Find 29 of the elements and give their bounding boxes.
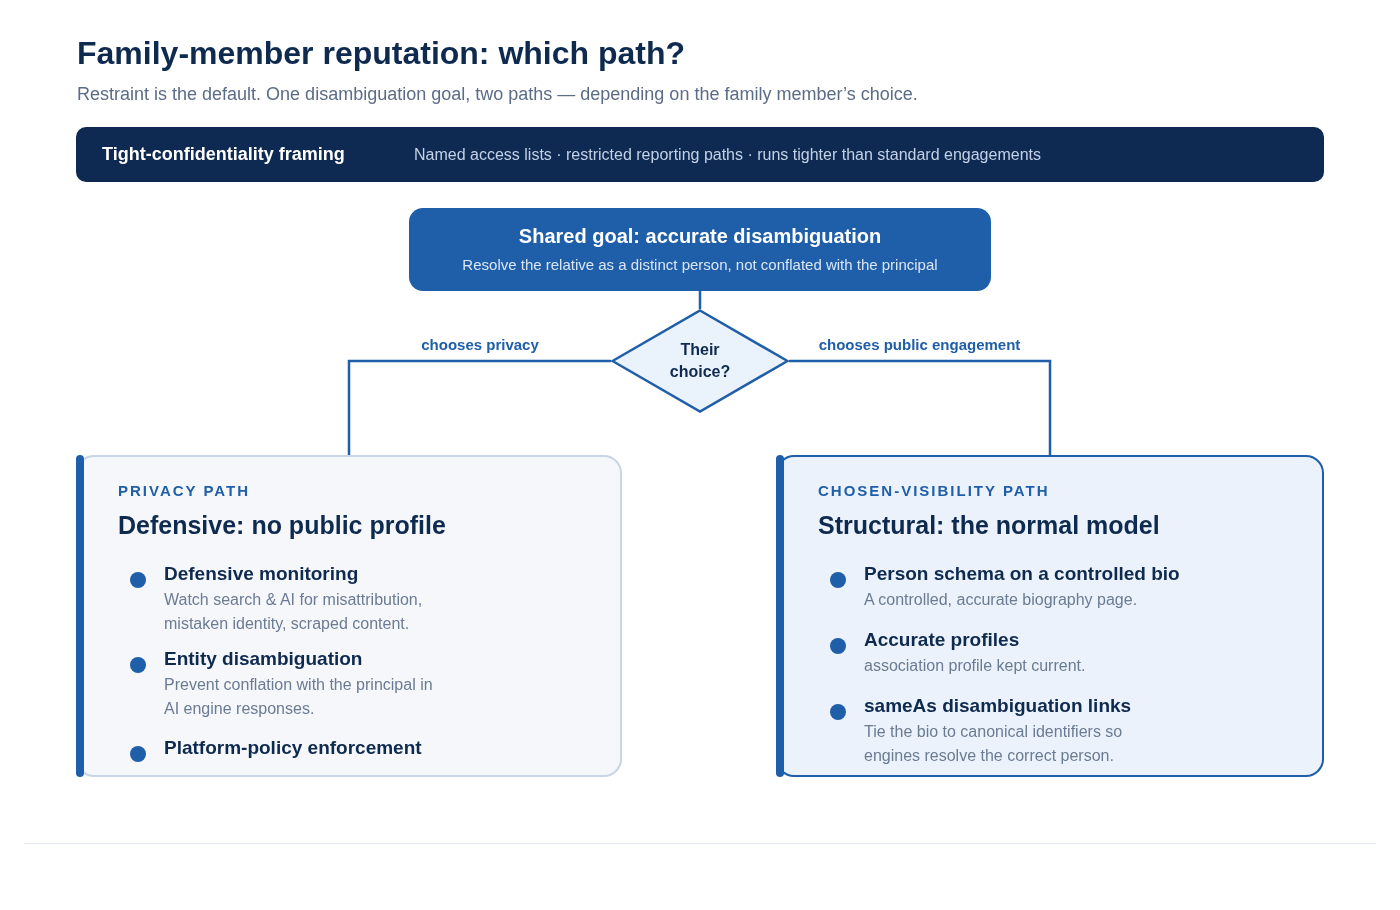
goal-box	[409, 208, 991, 291]
item-description: association profile kept current.	[864, 656, 1087, 676]
framing-banner	[76, 127, 1324, 182]
item-heading: Entity disambiguation	[164, 647, 364, 671]
banner-details: Named access lists · restricted reporting paths · runs tighter than standard engagements	[414, 145, 1041, 164]
connector-line	[789, 359, 1052, 455]
goal-heading: Shared goal: accurate disambiguation	[517, 224, 883, 249]
item-heading: Defensive monitoring	[164, 562, 360, 586]
item-heading: Accurate profiles	[864, 628, 1021, 652]
item-description: A controlled, accurate biography page.	[864, 590, 1139, 610]
path-eyebrow: CHOSEN-VISIBILITY PATH	[818, 481, 1051, 501]
path-card	[76, 455, 622, 777]
item-heading: Person schema on a controlled bio	[864, 562, 1180, 586]
item-description: Watch search & AI for misattribution, mistaken identity, scraped content.	[164, 590, 424, 634]
decision-question: Their choice?	[668, 340, 732, 382]
item-description: Prevent conflation with the principal in AI engine responses.	[164, 675, 434, 719]
item-heading: Platform-policy enforcement	[164, 736, 422, 760]
path-title: Structural: the normal model	[818, 510, 1161, 541]
connector-line	[347, 359, 611, 455]
path-title: Defensive: no public profile	[118, 510, 447, 541]
decision-diamond	[611, 309, 789, 413]
banner-heading: Tight-confidentiality framing	[102, 144, 346, 165]
path-card	[776, 455, 1324, 777]
subtitle: Restraint is the default. One disambiguation goal, two paths — depending on the family member’s choice.	[77, 84, 918, 105]
goal-description: Resolve the relative as a distinct person, not conflated with the principal	[461, 255, 939, 275]
diagram-title: Family-member reputation: which path?	[77, 35, 686, 72]
item-description: Tie the bio to canonical identifiers so engines resolve the correct person.	[864, 722, 1124, 766]
path-eyebrow: PRIVACY PATH	[118, 481, 252, 501]
item-heading: sameAs disambiguation links	[864, 694, 1133, 718]
